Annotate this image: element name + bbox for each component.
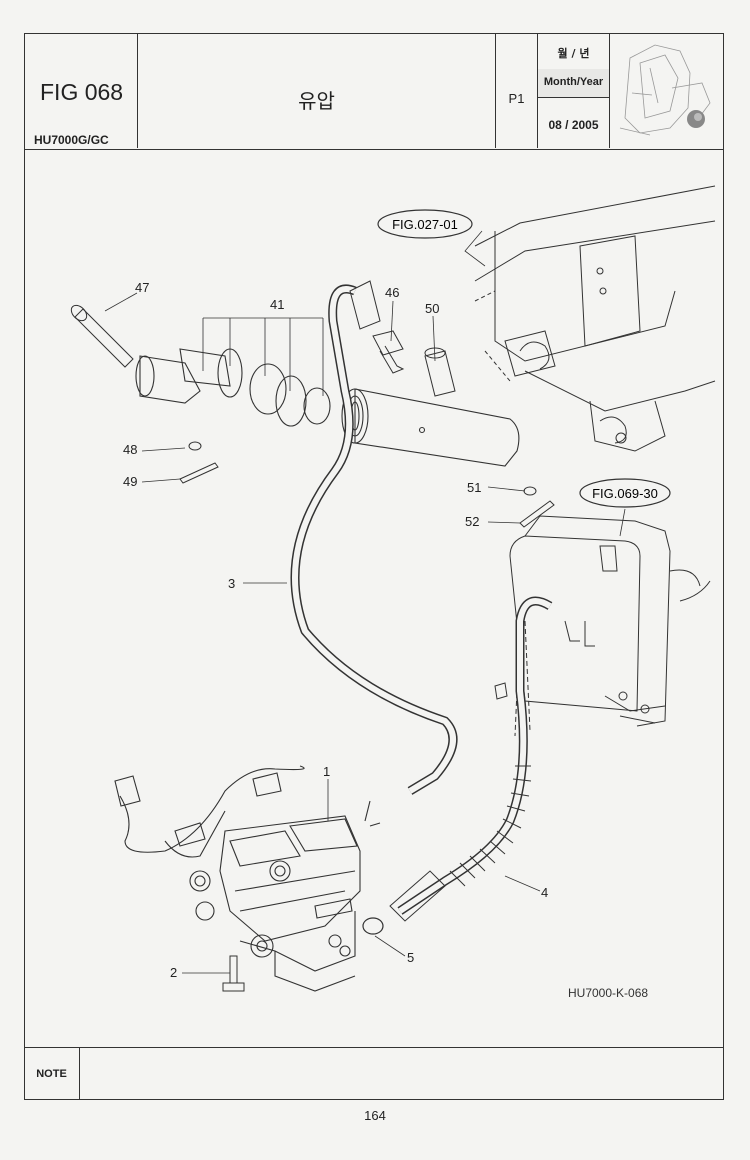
callout-5: 5: [407, 950, 414, 965]
hose-4-inner: [398, 598, 552, 914]
callout-2: 2: [170, 965, 177, 980]
hydraulic-parts-drawing: FIG.027-01 FIG.069-30 47 41 46 50 48 49 …: [70, 185, 716, 1000]
control-valve: [189, 800, 381, 992]
ref-fig027: FIG.027-01: [392, 217, 458, 232]
callout-48: 48: [123, 442, 137, 457]
note-row: NOTE: [24, 1047, 724, 1100]
page-frame: [24, 33, 724, 1100]
ref-fig069: FIG.069-30: [592, 486, 658, 501]
wiring-harness: [114, 765, 305, 858]
bolt-2: [222, 955, 245, 992]
callout-4: 4: [541, 885, 548, 900]
callout-47: 47: [135, 280, 149, 295]
page-code: P1: [508, 91, 525, 106]
month-year-band: [538, 69, 609, 97]
clamp-5: [362, 917, 384, 935]
date-divider: [538, 97, 609, 98]
fittings: [372, 330, 456, 397]
note-label: NOTE: [24, 1048, 80, 1099]
fig-cell: FIG 068 HU7000G/GC: [24, 33, 138, 148]
callout-52: 52: [465, 514, 479, 529]
ref-bubble-fig027: [377, 209, 473, 239]
page-title: 유압: [298, 89, 335, 113]
hose-4-end: [389, 870, 446, 922]
month-year-ko: 월 / 년: [557, 47, 590, 60]
fig-number: FIG 068: [40, 79, 124, 105]
callout-51: 51: [467, 480, 481, 495]
hose-3-inner: [292, 286, 456, 794]
ref-bubble-fig069: [579, 478, 671, 508]
drawing-code: HU7000-K-068: [568, 986, 648, 1000]
small-hardware: [179, 441, 555, 528]
hose-4-corrugation: [449, 765, 532, 887]
hydraulic-tank: [494, 515, 711, 737]
callout-49: 49: [123, 474, 137, 489]
model-code: HU7000G/GC: [34, 133, 109, 147]
month-year-label: Month/Year: [543, 76, 604, 88]
frame-structure: [474, 185, 716, 452]
callout-46: 46: [385, 285, 399, 300]
cylinder-assembly: [135, 348, 520, 467]
callout-41: 41: [270, 297, 284, 312]
pin-47: [70, 304, 134, 368]
date-cell: 월 / 년 Month/Year 08 / 2005: [538, 33, 610, 148]
machine-thumbnail: [619, 44, 711, 136]
hose-end-fitting: [349, 280, 381, 330]
date-value: 08 / 2005: [548, 118, 599, 132]
callout-1: 1: [323, 764, 330, 779]
title-cell: 유압: [138, 33, 496, 148]
hose-4: [397, 596, 553, 915]
callout-50: 50: [425, 301, 439, 316]
callout-3: 3: [228, 576, 235, 591]
title-block: FIG 068 HU7000G/GC 유압 P1 월 / 년 Month/Yea…: [24, 33, 724, 150]
leader-lines: [104, 230, 626, 974]
page-code-cell: P1: [496, 33, 538, 148]
page-number: 164: [364, 1108, 386, 1123]
